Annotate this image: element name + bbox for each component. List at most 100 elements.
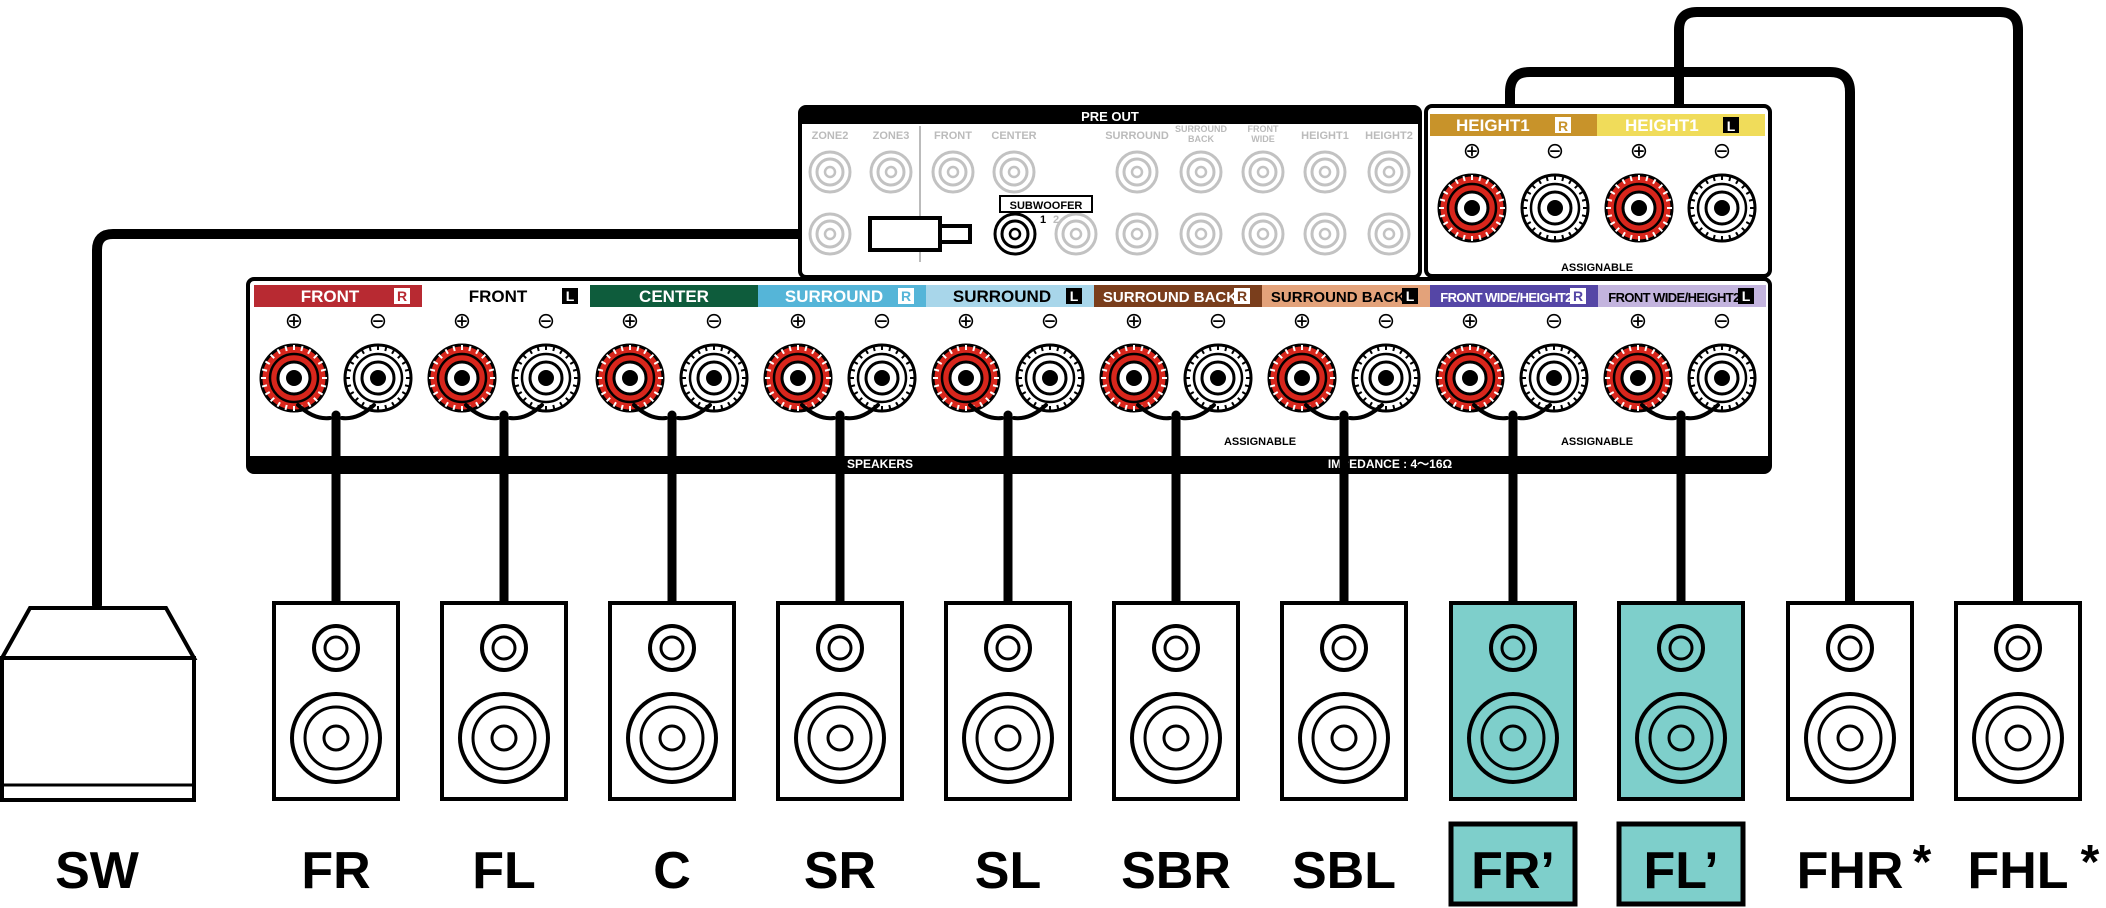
plus-terminal-tooth (653, 391, 660, 396)
height-plus-terminal-tooth (1447, 183, 1453, 189)
plus-terminal-tooth (1476, 345, 1480, 352)
speaker-cable-split (1472, 403, 1509, 421)
plus-terminal-tooth (773, 397, 779, 403)
height-minus-terminal-tooth (1530, 183, 1536, 189)
plus-terminal-tooth (1147, 401, 1152, 408)
minus-symbol: ⊖ (705, 308, 723, 333)
minus-terminal-tooth (1567, 401, 1572, 408)
minus-terminal-tooth (1577, 360, 1584, 365)
minus-terminal-tooth (1076, 368, 1083, 372)
plus-terminal-tooth (1605, 368, 1612, 372)
plus-terminal-tooth (765, 368, 772, 372)
minus-terminal-tooth (1521, 384, 1528, 388)
preout-jack-pin (1318, 227, 1332, 241)
minus-terminal-tooth (1237, 397, 1243, 403)
tweeter-center (1331, 635, 1357, 661)
minus-terminal-tooth (1200, 348, 1205, 355)
terminal-side-8: L (1742, 288, 1751, 304)
plus-terminal-tooth (485, 360, 492, 365)
plus-terminal-tooth (300, 345, 304, 352)
minus-terminal-tooth (516, 391, 523, 396)
plus-terminal-tooth (269, 353, 275, 359)
minus-terminal-tooth (857, 353, 863, 359)
woofer-center (1330, 724, 1358, 752)
band-2 (590, 285, 758, 307)
minus-terminal-tooth (1353, 368, 1360, 372)
minus-terminal-tooth (1741, 397, 1747, 403)
plus-terminal-tooth (1460, 404, 1464, 411)
minus-terminal-tooth (1237, 353, 1243, 359)
height-plus-terminal-tooth (1614, 183, 1620, 189)
assignable-label-2: ASSIGNABLE (1561, 436, 1633, 448)
subwoofer-number-1: 1 (1040, 214, 1046, 226)
woofer-center (994, 724, 1022, 752)
minus-terminal-tooth (1244, 384, 1251, 388)
label-highlight (1448, 821, 1578, 907)
minus-terminal-hole (1714, 370, 1730, 386)
rca-plug-tip (938, 224, 972, 244)
speaker-label-FHR: FHR (1797, 842, 1904, 900)
minus-terminal-tooth (1573, 397, 1579, 403)
minus-terminal-tooth (1056, 404, 1060, 411)
minus-terminal-tooth (737, 391, 744, 396)
minus-terminal-tooth (1224, 404, 1228, 411)
plus-terminal-tooth (276, 401, 281, 408)
minus-terminal-tooth (1405, 397, 1411, 403)
plus-terminal-hole (454, 370, 470, 386)
plus-terminal-tooth (1153, 397, 1159, 403)
plus-terminal-tooth (429, 384, 436, 388)
preout-title: PRE OUT (1081, 109, 1139, 124)
side-box-7 (1570, 288, 1586, 304)
minus-terminal-tooth (684, 391, 691, 396)
height-plus-terminal-tooth (1498, 214, 1505, 218)
minus-terminal-tooth (1689, 368, 1696, 372)
minus-terminal-tooth (1412, 384, 1419, 388)
height-minus-terminal-tooth (1522, 198, 1529, 202)
preout-jack-pin (946, 165, 960, 179)
speaker-cable-split (508, 403, 544, 421)
minus-terminal-tooth (684, 360, 691, 365)
height-plus-terminal-tooth (1665, 198, 1672, 202)
minus-terminal-tooth (559, 348, 564, 355)
tweeter-center (827, 635, 853, 661)
plus-terminal-tooth (600, 391, 607, 396)
minus-terminal-tooth (1692, 360, 1699, 365)
plus-terminal-tooth (1483, 401, 1488, 408)
height-minus-terminal-tooth (1522, 214, 1529, 218)
minus-terminal-tooth (1231, 348, 1236, 355)
plus-terminal-tooth (320, 384, 327, 388)
height-minus-terminal-tooth (1692, 190, 1699, 195)
minus-terminal-tooth (1697, 397, 1703, 403)
plus-terminal-tooth (1437, 384, 1444, 388)
minus-terminal-tooth (552, 404, 556, 411)
speaker-cable-split (1517, 403, 1552, 421)
plus-terminal-tooth (475, 348, 480, 355)
minus-terminal-tooth (1356, 391, 1363, 396)
terminal-side-6: L (1406, 288, 1415, 304)
plus-terminal-tooth (1489, 397, 1495, 403)
plus-terminal-tooth (1308, 345, 1312, 352)
height1-r-name: HEIGHT1 (1456, 116, 1530, 135)
height-minus-terminal-tooth (1697, 183, 1703, 189)
height-minus-terminal-tooth (1697, 227, 1703, 233)
height-plus-terminal-tooth (1609, 190, 1616, 195)
minus-terminal-tooth (1017, 368, 1024, 372)
height-minus-terminal-tooth (1574, 227, 1580, 233)
plus-terminal-tooth (452, 404, 456, 411)
minus-terminal-tooth (552, 345, 556, 352)
speakers-strip-label: SPEAKERS (847, 457, 913, 471)
plus-terminal-tooth (317, 391, 324, 396)
height-plus-terminal-tooth (1442, 221, 1449, 226)
height-minus-terminal-tooth (1748, 214, 1755, 218)
plus-terminal-tooth (1493, 360, 1500, 365)
terminal-side-1: L (566, 288, 575, 304)
height-plus-terminal-tooth (1478, 234, 1482, 241)
minus-terminal-tooth (1697, 353, 1703, 359)
preout-label: WIDE (1251, 134, 1275, 144)
plus-symbol: ⊕ (789, 308, 807, 333)
height1-l-name: HEIGHT1 (1625, 116, 1699, 135)
speaker-cable-split (1180, 403, 1216, 421)
minus-terminal-tooth (1409, 360, 1416, 365)
height-plus-terminal-tooth (1609, 221, 1616, 226)
minus-terminal-tooth (1361, 397, 1367, 403)
